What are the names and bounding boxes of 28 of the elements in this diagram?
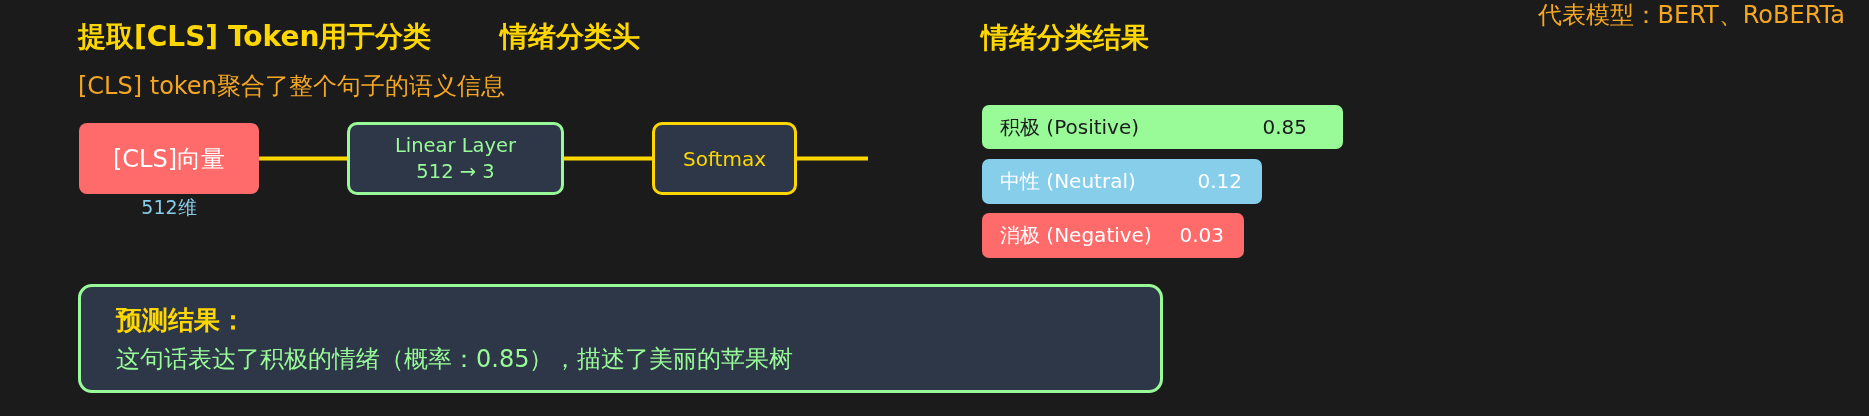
probability-bar bbox=[982, 105, 1343, 149]
subtitle: [CLS] token聚合了整个句子的语义信息 bbox=[78, 72, 505, 101]
node-label: 512 → 3 bbox=[416, 158, 495, 185]
bar-value: 0.12 bbox=[1197, 169, 1242, 194]
vector-box bbox=[79, 123, 259, 194]
bar-value: 0.03 bbox=[1179, 223, 1224, 248]
connector-line bbox=[564, 156, 652, 161]
node-label: Linear Layer bbox=[394, 132, 517, 159]
bar-label: 消极 (Negative) bbox=[1000, 223, 1152, 248]
model-note: 代表模型：BERT、RoBERTa bbox=[1537, 1, 1845, 30]
connector-line bbox=[259, 156, 347, 161]
bar-label: 积极 (Positive) bbox=[1000, 115, 1140, 140]
layer-box bbox=[347, 122, 564, 195]
bar-value: 0.85 bbox=[1262, 115, 1307, 140]
result-panel bbox=[78, 284, 1163, 393]
softmax-box bbox=[652, 122, 797, 195]
node-label: [CLS]向量 bbox=[112, 143, 226, 174]
section-heading: 情绪分类头 bbox=[500, 20, 640, 54]
probability-bar bbox=[982, 159, 1262, 204]
dimension-note: 512维 bbox=[141, 197, 197, 219]
result-text: 这句话表达了积极的情绪（概率：0.85），描述了美丽的苹果树 bbox=[116, 344, 794, 374]
result-heading: 预测结果： bbox=[116, 304, 246, 337]
probability-bar bbox=[982, 213, 1244, 258]
section-heading: 情绪分类结果 bbox=[981, 21, 1149, 55]
bar-label: 中性 (Neutral) bbox=[1000, 169, 1136, 194]
connector-line bbox=[797, 156, 868, 161]
node-label: Softmax bbox=[682, 145, 766, 172]
section-heading: 提取[CLS] Token用于分类 bbox=[78, 20, 432, 54]
